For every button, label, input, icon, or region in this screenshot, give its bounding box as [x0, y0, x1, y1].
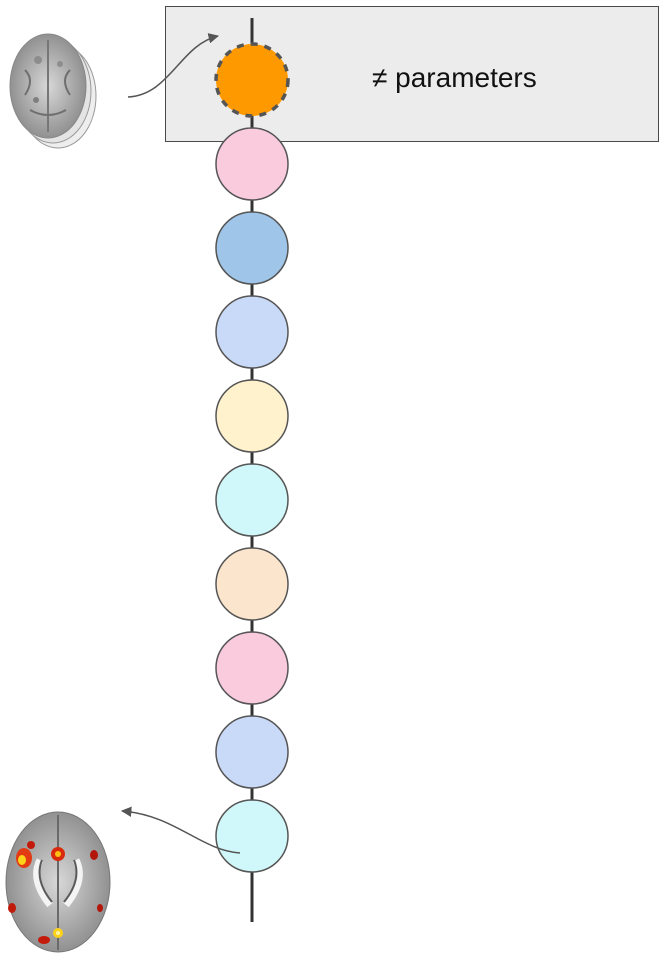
pipeline-step-8 [216, 632, 288, 704]
pipeline-step-5 [216, 380, 288, 452]
pipeline-step-2 [216, 128, 288, 200]
pipeline-step-3 [216, 212, 288, 284]
input-arrow [128, 36, 218, 97]
pipeline-step-7 [216, 548, 288, 620]
pipeline-step-9 [216, 716, 288, 788]
pipeline-step-4 [216, 296, 288, 368]
pipeline-step-10 [216, 800, 288, 872]
output-brain-image [6, 812, 110, 952]
pipeline-step-1 [216, 44, 288, 116]
input-brain-image [10, 34, 96, 148]
pipeline-step-6 [216, 464, 288, 536]
